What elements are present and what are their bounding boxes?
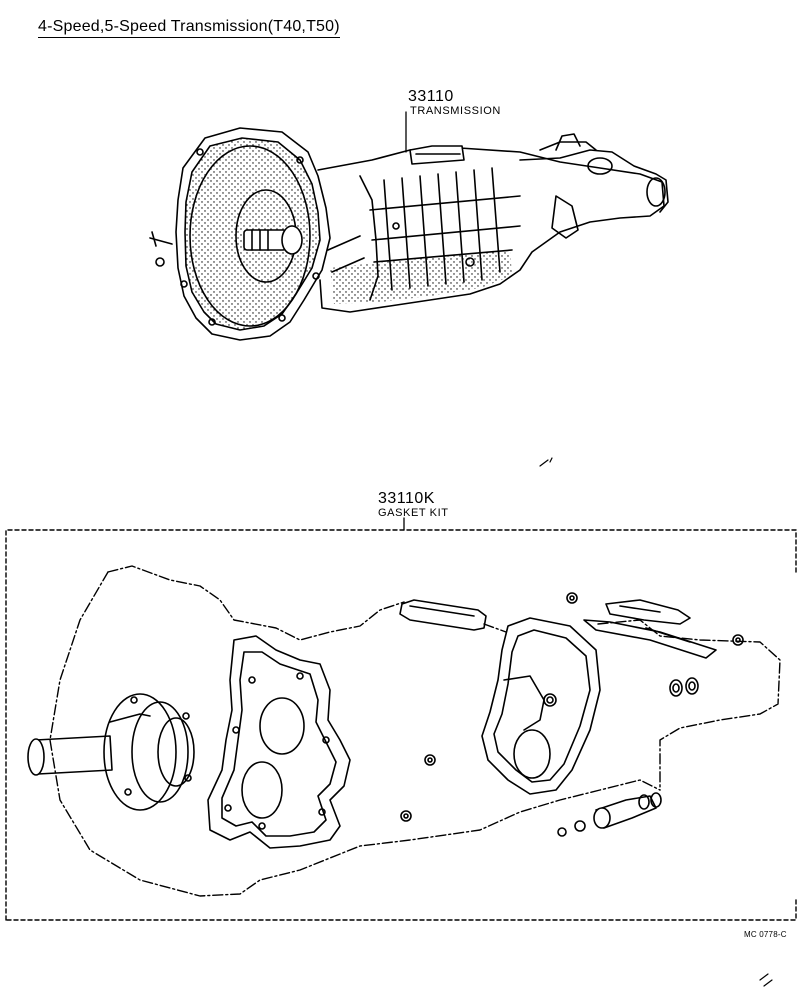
transmission-assembly bbox=[149, 111, 669, 341]
page-title: 4-Speed,5-Speed Transmission(T40,T50) bbox=[38, 18, 340, 38]
part-name-gasket-kit: GASKET KIT bbox=[378, 507, 449, 519]
part-name-transmission: TRANSMISSION bbox=[410, 105, 501, 117]
gasket-kit-group bbox=[5, 517, 797, 921]
part-number-gasket-kit: 33110K bbox=[378, 490, 435, 507]
reference-code: MC 0778-C bbox=[744, 930, 787, 939]
part-number-transmission: 33110 bbox=[408, 88, 454, 105]
